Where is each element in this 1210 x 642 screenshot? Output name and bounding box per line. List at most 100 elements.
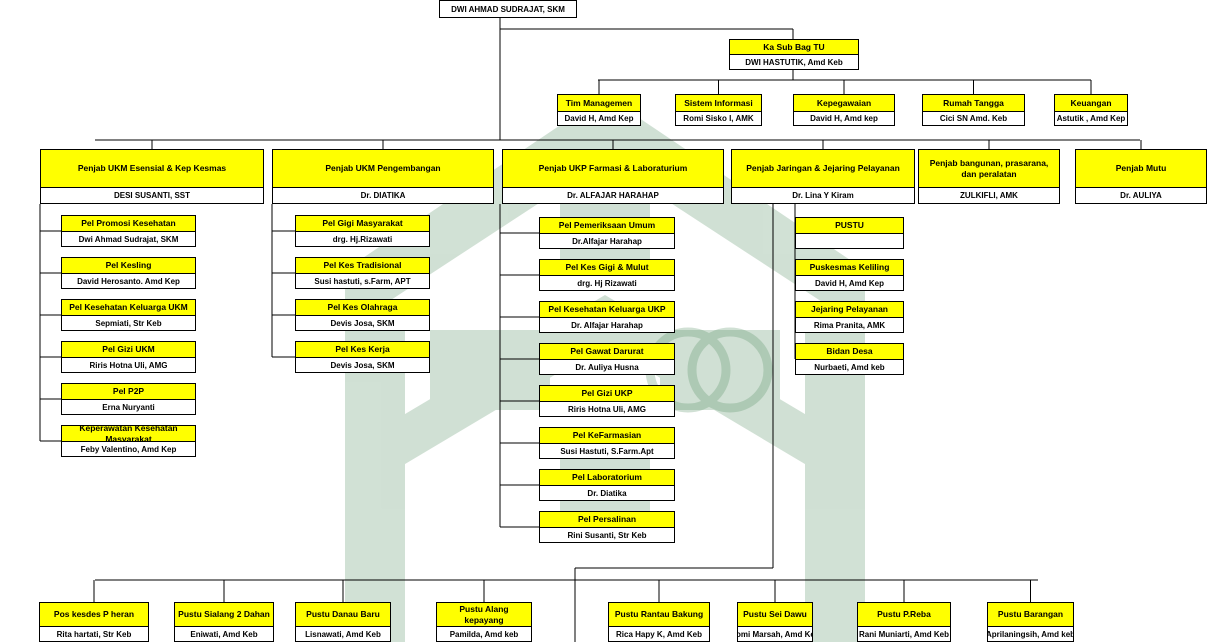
jaringan-unit-0-name <box>796 234 903 248</box>
jaringan-unit-1-title: Puskesmas Keliling <box>796 260 903 276</box>
ukm-esensial-unit-2-name: Sepmiati, Str Keb <box>95 318 162 328</box>
ukm-pengembangan-unit-0-title: Pel Gigi Masyarakat <box>296 216 429 232</box>
admin-box-0-title: Tim Managemen <box>558 95 640 112</box>
department-head-3-title: Penjab Jaringan & Jejaring Pelayanan <box>732 150 914 188</box>
pustu-box-7-title: Pustu Barangan <box>988 603 1073 627</box>
ukp-unit-1-title: Pel Kes Gigi & Mulut <box>540 260 674 276</box>
ukm-pengembangan-unit-0-name: drg. Hj.Rizawati <box>332 234 393 244</box>
department-head-2-title: Penjab UKP Farmasi & Laboraturium <box>503 150 723 188</box>
ukm-esensial-unit-1-title: Pel Kesling <box>62 258 195 274</box>
jaringan-unit-3-name: Nurbaeti, Amd keb <box>814 362 885 372</box>
department-head-0-name: DESI SUSANTI, SST <box>113 191 190 200</box>
pustu-box-6-title: Pustu P.Reba <box>858 603 950 627</box>
ukm-esensial-unit-1-name: David Herosanto. Amd Kep <box>77 276 180 286</box>
ukm-esensial-unit-4-name: Erna Nuryanti <box>102 402 155 412</box>
ukm-esensial-unit-4-title: Pel P2P <box>62 384 195 400</box>
ukp-unit-2-title: Pel Kesehatan Keluarga UKP <box>540 302 674 318</box>
department-head-4-name: ZULKIFLI, AMK <box>960 191 1018 200</box>
jaringan-unit-0: PUSTU <box>795 217 904 249</box>
tu-box: Ka Sub Bag TU DWI HASTUTIK, Amd Keb <box>729 39 859 70</box>
ukp-unit-6-title: Pel Laboratorium <box>540 470 674 486</box>
ukm-pengembangan-unit-1-title: Pel Kes Tradisional <box>296 258 429 274</box>
pustu-box-2-title: Pustu Danau Baru <box>296 603 390 627</box>
admin-box-2-name: David H, Amd kep <box>810 114 878 123</box>
ukp-unit-1: Pel Kes Gigi & Mulut drg. Hj Rizawati <box>539 259 675 291</box>
kapus-name: DWI AHMAD SUDRAJAT, SKM <box>451 4 565 14</box>
ukp-unit-4: Pel Gizi UKP Riris Hotna Uli, AMG <box>539 385 675 417</box>
department-head-5-name: Dr. AULIYA <box>1120 191 1162 200</box>
department-head-4: Penjab bangunan, prasarana, dan peralata… <box>918 149 1060 204</box>
ukm-pengembangan-unit-2-name: Devis Josa, SKM <box>330 318 395 328</box>
ukm-esensial-unit-0-name: Dwi Ahmad Sudrajat, SKM <box>78 234 179 244</box>
ukm-pengembangan-unit-0: Pel Gigi Masyarakat drg. Hj.Rizawati <box>295 215 430 247</box>
ukp-unit-4-title: Pel Gizi UKP <box>540 386 674 402</box>
jaringan-unit-2-name: Rima Pranita, AMK <box>813 320 886 330</box>
ukm-pengembangan-unit-3-title: Pel Kes Kerja <box>296 342 429 358</box>
pustu-box-3-name: Pamilda, Amd keb <box>449 629 519 639</box>
pustu-box-6-name: Rani Muniarti, Amd Keb <box>859 629 949 639</box>
ukp-unit-4-name: Riris Hotna Uli, AMG <box>568 404 646 414</box>
ukm-esensial-unit-0-title: Pel Promosi Kesehatan <box>62 216 195 232</box>
ukp-unit-1-name: drg. Hj Rizawati <box>577 278 637 288</box>
admin-box-4-name: Astutik , Amd Kep <box>1056 114 1126 123</box>
tu-title: Ka Sub Bag TU <box>730 40 858 55</box>
department-head-2-name: Dr. ALFAJAR HARAHAP <box>567 191 659 200</box>
ukm-esensial-unit-2: Pel Kesehatan Keluarga UKM Sepmiati, Str … <box>61 299 196 331</box>
admin-box-3-title: Rumah Tangga <box>923 95 1024 112</box>
jaringan-unit-1-name: David H, Amd Kep <box>814 278 885 288</box>
ukp-unit-0-name: Dr.Alfajar Harahap <box>572 236 642 246</box>
department-head-3-name: Dr. Lina Y Kiram <box>792 191 854 200</box>
pustu-box-4-name: Rica Hapy K, Amd Keb <box>616 629 702 639</box>
department-head-0-title: Penjab UKM Esensial & Kep Kesmas <box>41 150 263 188</box>
pustu-box-1-title: Pustu Sialang 2 Dahan <box>175 603 273 627</box>
ukm-esensial-unit-2-title: Pel Kesehatan Keluarga UKM <box>62 300 195 316</box>
pustu-box-0-title: Pos kesdes P heran <box>40 603 148 627</box>
ukp-unit-3-title: Pel Gawat Darurat <box>540 344 674 360</box>
ukp-unit-0-title: Pel Pemeriksaan Umum <box>540 218 674 234</box>
kapus-box: DWI AHMAD SUDRAJAT, SKM <box>439 0 577 18</box>
ukp-unit-2: Pel Kesehatan Keluarga UKP Dr. Alfajar Ha… <box>539 301 675 333</box>
admin-box-4-title: Keuangan <box>1055 95 1127 112</box>
ukm-esensial-unit-3-title: Pel Gizi UKM <box>62 342 195 358</box>
pustu-box-3-title: Pustu Alang kepayang <box>437 603 531 627</box>
ukm-pengembangan-unit-3-name: Devis Josa, SKM <box>330 360 395 370</box>
admin-box-3-name: Cici SN Amd. Keb <box>939 114 1008 123</box>
ukm-esensial-unit-3-name: Riris Hotna Uli, AMG <box>89 360 168 370</box>
pustu-box-1-name: Eniwati, Amd Keb <box>190 629 258 639</box>
ukp-unit-2-name: Dr. Alfajar Harahap <box>571 320 643 330</box>
pustu-box-5-name: Romi Marsah, Amd Keb <box>738 629 812 639</box>
ukm-esensial-unit-3: Pel Gizi UKM Riris Hotna Uli, AMG <box>61 341 196 373</box>
ukp-unit-7-name: Rini Susanti, Str Keb <box>567 530 647 540</box>
admin-box-1-title: Sistem Informasi <box>676 95 761 112</box>
department-head-1-name: Dr. DIATIKA <box>360 191 406 200</box>
pustu-box-4-title: Pustu Rantau Bakung <box>609 603 709 627</box>
tu-name: DWI HASTUTIK, Amd Keb <box>745 57 843 67</box>
ukm-pengembangan-unit-1-name: Susi hastuti, s.Farm, APT <box>314 276 411 286</box>
